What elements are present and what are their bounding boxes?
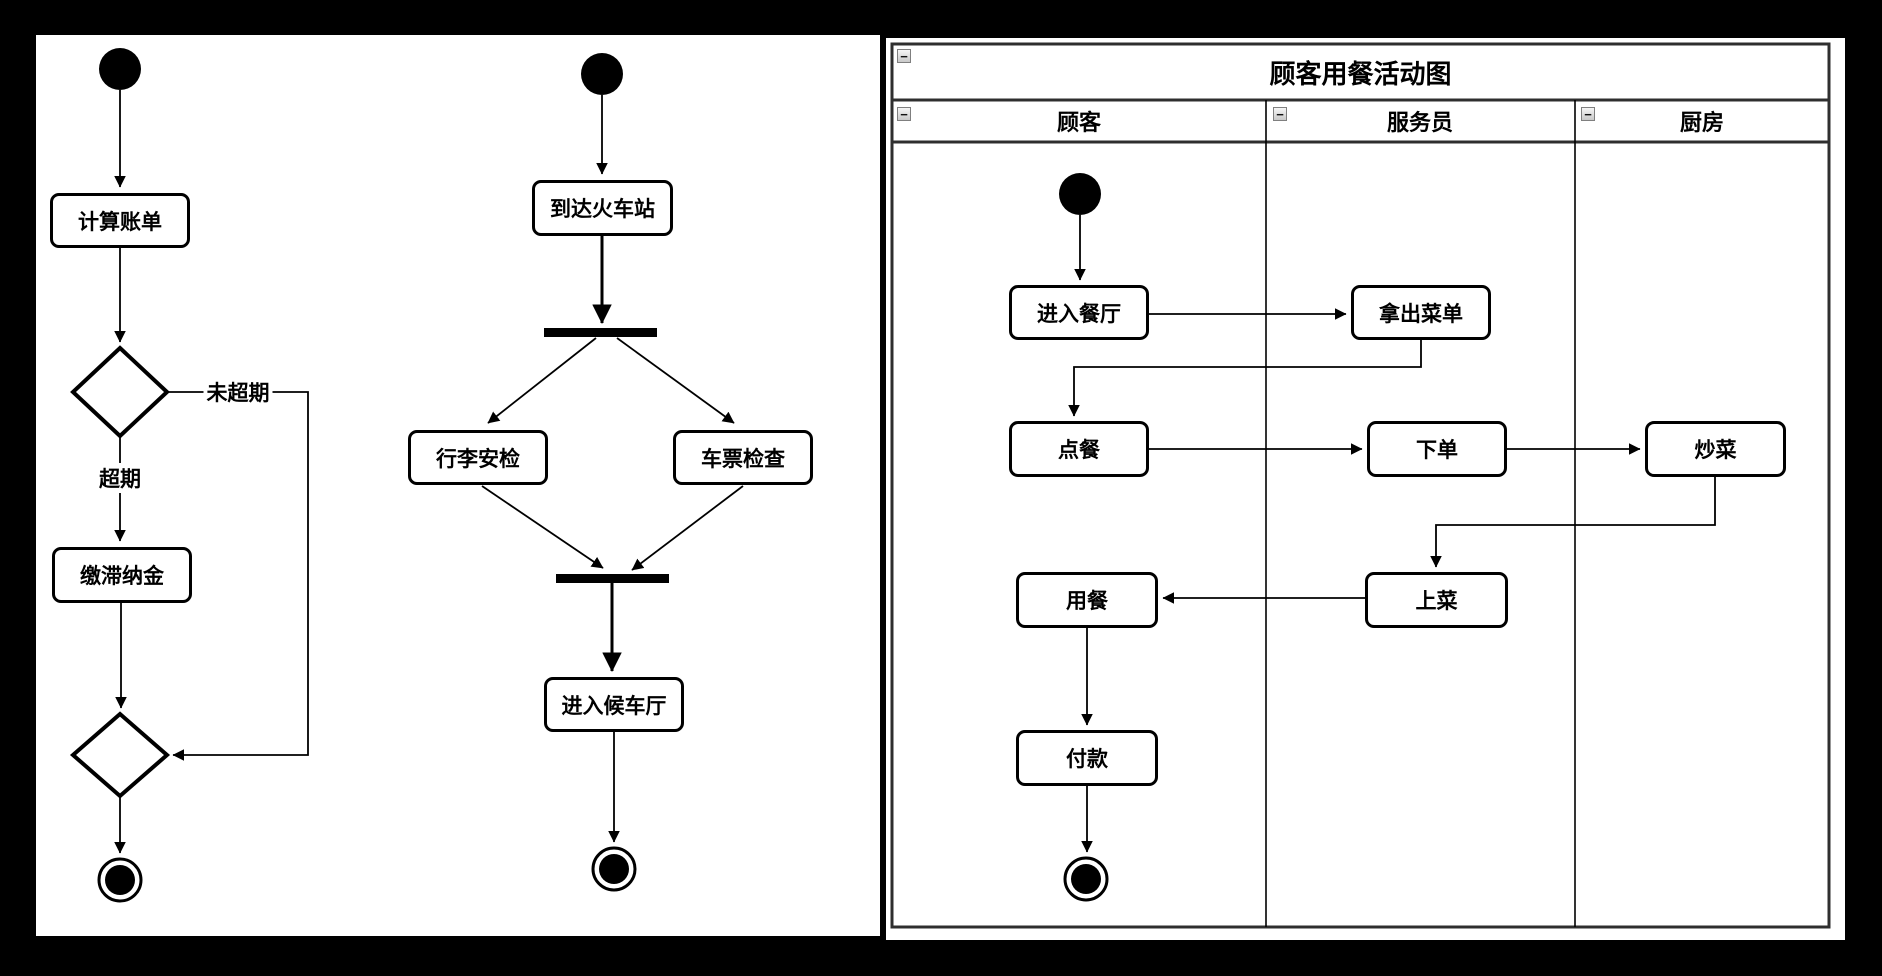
final-node-dot [1071, 864, 1101, 894]
activity-enter-hall[interactable]: 进入候车厅 [544, 677, 684, 732]
pool-title: 顾客用餐活动图 [1269, 58, 1452, 89]
activity-serve[interactable]: 上菜 [1365, 572, 1508, 628]
final-node-dot [599, 854, 629, 884]
decision-node[interactable] [70, 345, 170, 439]
edge-label-not-overdue[interactable]: 未超期 [203, 377, 273, 407]
activity-pay[interactable]: 付款 [1016, 730, 1158, 786]
activity-calc-bill[interactable]: 计算账单 [50, 193, 190, 248]
connectors-layer [69, 48, 744, 903]
activity-arrive-station[interactable]: 到达火车站 [532, 180, 673, 236]
edge-fork-to-luggage[interactable] [487, 337, 597, 424]
initial-node[interactable] [99, 48, 141, 90]
edge-ticket-to-join[interactable] [631, 485, 744, 571]
initial-node[interactable] [1059, 173, 1101, 215]
collapse-icon[interactable]: − [897, 107, 911, 121]
merge-node[interactable] [69, 711, 171, 799]
edge-label-overdue[interactable]: 超期 [96, 463, 144, 493]
collapse-icon[interactable]: − [897, 49, 911, 63]
edge-luggage-to-join[interactable] [481, 485, 604, 569]
activity-place-order[interactable]: 下单 [1367, 421, 1507, 477]
final-node-dot [105, 865, 135, 895]
swimlane-canvas: 顾客用餐活动图 − − − − 顾客 服务员 厨房 进入餐厅 拿出菜单 点餐 下… [886, 38, 1845, 940]
activity-cook[interactable]: 炒菜 [1645, 421, 1786, 477]
activity-pay-late-fee[interactable]: 缴滞纳金 [52, 547, 192, 603]
swimlane-connectors-layer [890, 42, 1831, 929]
edge-menu-to-order[interactable] [1068, 340, 1422, 417]
activity-bring-menu[interactable]: 拿出菜单 [1351, 285, 1491, 340]
edge-cook-to-serve[interactable] [1430, 477, 1716, 568]
join-bar[interactable] [556, 574, 669, 583]
collapse-icon[interactable]: − [1273, 107, 1287, 121]
fork-bar[interactable] [544, 328, 657, 337]
collapse-icon[interactable]: − [1581, 107, 1595, 121]
activity-order-food[interactable]: 点餐 [1009, 421, 1149, 477]
activity-enter-restaurant[interactable]: 进入餐厅 [1009, 285, 1149, 340]
lane-header-kitchen[interactable]: 厨房 [1679, 110, 1725, 135]
initial-node[interactable] [581, 53, 623, 95]
activity-ticket-check[interactable]: 车票检查 [673, 430, 813, 485]
lane-header-waiter[interactable]: 服务员 [1386, 110, 1454, 135]
activity-dine[interactable]: 用餐 [1016, 572, 1158, 628]
pool-frame[interactable] [890, 42, 1831, 929]
lane-header-customer[interactable]: 顾客 [1056, 110, 1102, 135]
edge-fork-to-ticket[interactable] [616, 337, 735, 424]
activity-diagrams-canvas: 计算账单 缴滞纳金 未超期 超期 到达火车站 行李安检 车票检查 进入候车厅 [36, 35, 880, 936]
activity-luggage-check[interactable]: 行李安检 [408, 430, 548, 485]
